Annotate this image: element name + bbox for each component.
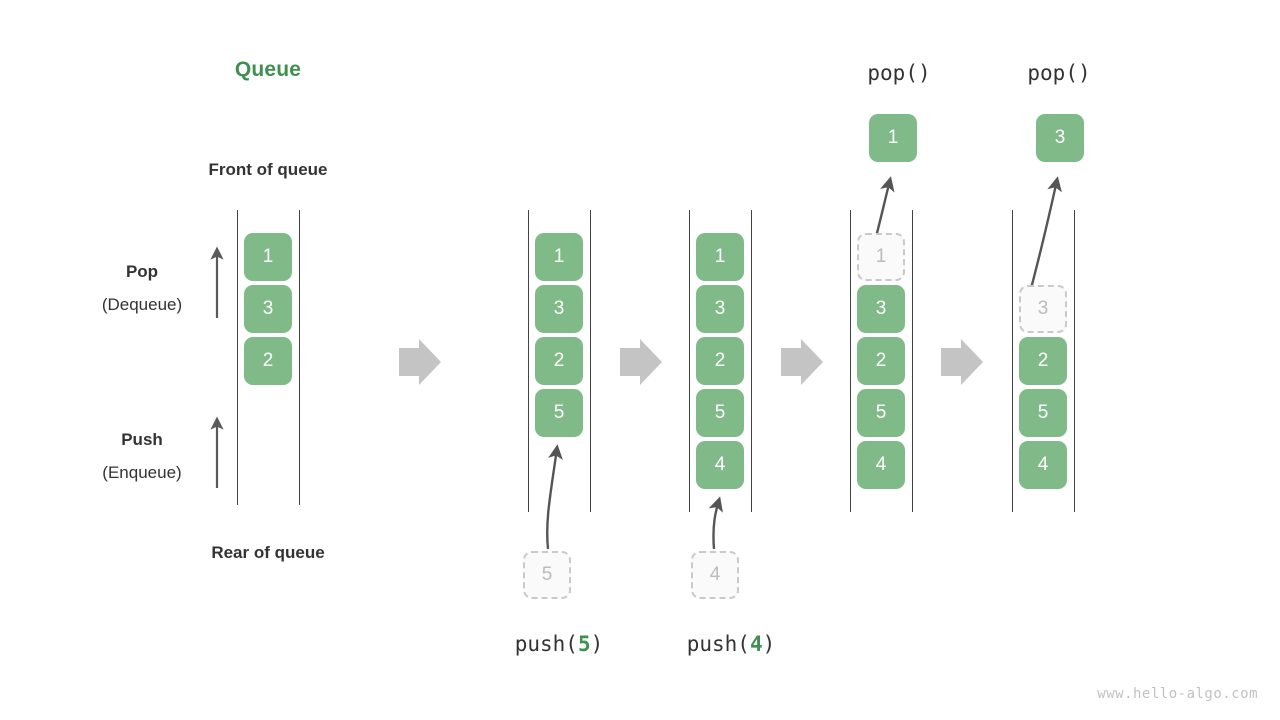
dequeue-label: (Dequeue) xyxy=(101,295,183,314)
queue-cell: 3 xyxy=(535,285,583,333)
queue-cell: 1 xyxy=(244,233,292,281)
rail-left-stage-3 xyxy=(850,210,851,512)
push-5-arrow xyxy=(546,444,563,550)
rail-right-stage-0 xyxy=(299,210,300,505)
front-of-queue-label: Front of queue xyxy=(208,160,328,179)
queue-cell: 5 xyxy=(1019,389,1067,437)
queue-cell: 2 xyxy=(857,337,905,385)
caption-push-5-suffix: ) xyxy=(590,632,604,656)
queue-cell: 2 xyxy=(1019,337,1067,385)
step-arrow-3 xyxy=(781,339,823,385)
caption-push-4-prefix: push( xyxy=(686,632,750,656)
step-arrow-2 xyxy=(620,339,662,385)
caption-push-5-value: 5 xyxy=(577,632,591,656)
rail-left-stage-1 xyxy=(528,210,529,512)
queue-cell: 1 xyxy=(535,233,583,281)
page-title: Queue xyxy=(234,58,302,81)
queue-cell: 2 xyxy=(244,337,292,385)
queue-cell: 4 xyxy=(1019,441,1067,489)
push-4-arrow xyxy=(708,496,723,550)
rail-left-stage-0 xyxy=(237,210,238,505)
caption-push-4-suffix: ) xyxy=(762,632,776,656)
caption-push-5: push(5) xyxy=(459,632,659,656)
queue-cell: 5 xyxy=(696,389,744,437)
queue-cell: 2 xyxy=(696,337,744,385)
caption-push-4-value: 4 xyxy=(749,632,763,656)
caption-push-5-prefix: push( xyxy=(514,632,578,656)
push-label: Push xyxy=(121,430,163,449)
step-arrow-1 xyxy=(399,339,441,385)
pop-2-arrow xyxy=(1026,176,1062,301)
queue-cell: 4 xyxy=(857,441,905,489)
outgoing-ghost-cell: 1 xyxy=(857,233,905,281)
rear-of-queue-label: Rear of queue xyxy=(211,543,325,562)
pop-label: Pop xyxy=(125,262,159,281)
watermark: www.hello-algo.com xyxy=(1097,686,1258,702)
caption-push-4: push(4) xyxy=(631,632,831,656)
rail-right-stage-1 xyxy=(590,210,591,512)
queue-cell-new: 4 xyxy=(696,441,744,489)
queue-cell-new: 5 xyxy=(535,389,583,437)
outgoing-ghost-cell: 3 xyxy=(1019,285,1067,333)
rail-right-stage-4 xyxy=(1074,210,1075,512)
caption-pop-1: pop() xyxy=(867,61,931,85)
popped-cell: 1 xyxy=(869,114,917,162)
popped-cell: 3 xyxy=(1036,114,1084,162)
queue-cell: 1 xyxy=(696,233,744,281)
queue-cell: 3 xyxy=(696,285,744,333)
step-arrow-4 xyxy=(941,339,983,385)
incoming-ghost-cell: 5 xyxy=(523,551,571,599)
rail-left-stage-2 xyxy=(689,210,690,512)
rail-right-stage-2 xyxy=(751,210,752,512)
queue-cell: 2 xyxy=(535,337,583,385)
rail-right-stage-3 xyxy=(912,210,913,512)
incoming-ghost-cell: 4 xyxy=(691,551,739,599)
rail-left-stage-4 xyxy=(1012,210,1013,512)
caption-pop-2: pop() xyxy=(1027,61,1091,85)
enqueue-label: (Enqueue) xyxy=(102,463,182,482)
queue-cell: 3 xyxy=(857,285,905,333)
queue-cell: 5 xyxy=(857,389,905,437)
queue-cell: 3 xyxy=(244,285,292,333)
